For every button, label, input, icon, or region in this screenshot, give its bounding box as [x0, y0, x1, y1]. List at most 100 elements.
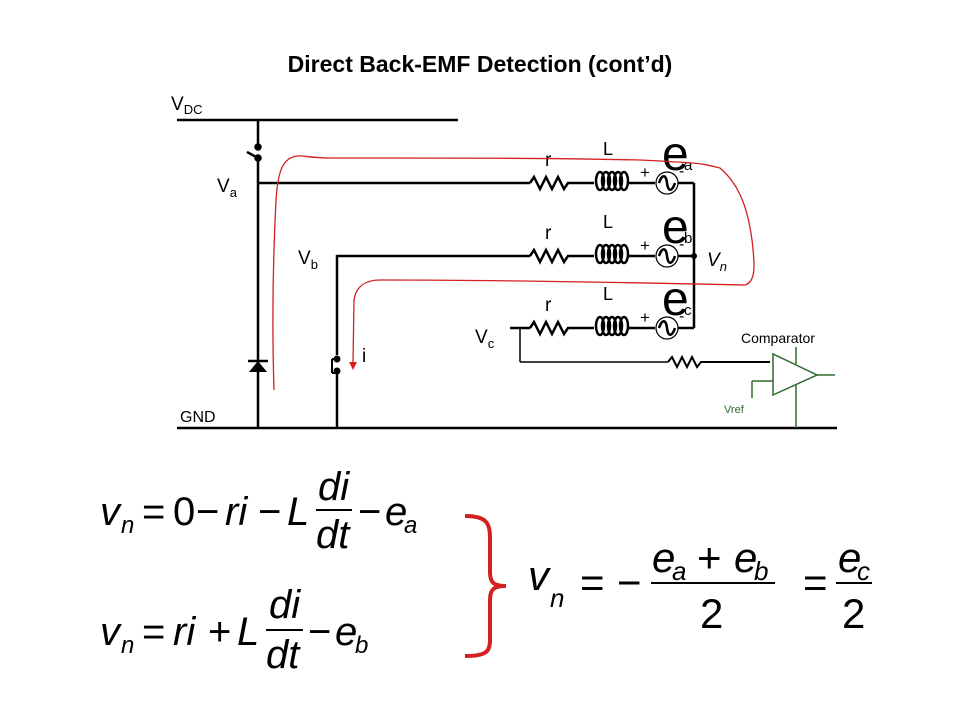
sine-icon [657, 248, 677, 264]
eq1-e-sub: a [404, 512, 417, 539]
sine-icon [657, 320, 677, 336]
eq1-zero: 0 [173, 490, 195, 534]
inductor-coil [594, 170, 606, 192]
eq2-lhs: v [100, 610, 122, 654]
res-ec-sub: c [857, 556, 870, 586]
eq1-lhs: v [100, 490, 122, 534]
res-eb-sub: b [754, 556, 768, 586]
resistor-label: r [545, 295, 552, 316]
eq1-dt: dt [316, 513, 351, 557]
eq2-lhs-sub: n [121, 632, 134, 659]
eq2-plus: + [208, 610, 231, 654]
inductor-coil [612, 315, 624, 337]
eq2-minus: − [308, 610, 331, 654]
emf-label: e [662, 273, 689, 326]
emf-sub-label: c [684, 302, 692, 319]
res-lhs: v [528, 552, 552, 599]
minus-sign: - [679, 236, 684, 253]
plus-sign: + [640, 236, 650, 255]
plus-sign: + [640, 308, 650, 327]
eq2-L: L [237, 610, 259, 654]
sense-resistor [667, 354, 770, 370]
eq1-L: L [287, 490, 309, 534]
inductor-coil [618, 170, 630, 192]
vn-node-dot [691, 253, 697, 259]
res-den: 2 [700, 590, 723, 637]
inductor-coil [594, 315, 606, 337]
resistor-label: r [545, 150, 552, 171]
resistor-icon [528, 319, 594, 337]
vn-label: Vn [707, 250, 727, 274]
res-equals-2: = [803, 559, 828, 606]
brace-icon [464, 514, 507, 658]
res-eb: e [734, 534, 757, 581]
eq1-minus-1: − [196, 490, 219, 534]
res-ea: e [652, 534, 675, 581]
inductor-coil [612, 243, 624, 265]
resistor-icon [528, 174, 594, 192]
va-label: Va [217, 176, 238, 200]
vref-label: Vref [724, 404, 745, 416]
inductor-coil [606, 243, 618, 265]
equation-1: v n = 0 − ri − L di dt − e a [100, 465, 417, 557]
vb-label: Vb [298, 248, 318, 272]
eq2-equals: = [142, 610, 165, 654]
minus-sign: - [679, 163, 684, 180]
inductor-label: L [603, 284, 613, 304]
gnd-label: GND [180, 409, 216, 426]
emf-label: e [662, 128, 689, 181]
sine-icon [657, 175, 677, 191]
eq1-ri: ri [225, 490, 248, 534]
eq1-minus-2: − [258, 490, 281, 534]
inductor-label: L [603, 139, 613, 159]
resistor-icon [528, 247, 594, 265]
res-plus: + [697, 534, 722, 581]
inductor-coil [606, 315, 618, 337]
inductor-coil [618, 243, 630, 265]
emf-sub-label: b [684, 230, 692, 247]
comparator [751, 347, 835, 428]
equation-2: v n = ri + L di dt − e b [100, 583, 368, 677]
vdc-label: VDC [171, 94, 202, 117]
eq2-ri: ri [173, 610, 196, 654]
comparator-label: Comparator [741, 330, 815, 346]
minus-sign: - [679, 308, 684, 325]
inductor-coil [618, 315, 630, 337]
inductor-coil [612, 170, 624, 192]
low-side-switch [331, 355, 341, 375]
diode-icon [248, 359, 268, 372]
inductor-coil [594, 243, 606, 265]
res-equals: = [580, 559, 605, 606]
eq1-di: di [318, 465, 350, 509]
inductor-coil [600, 315, 612, 337]
res-lhs-sub: n [550, 583, 564, 613]
eq2-dt: dt [266, 633, 301, 677]
inductor-coil [600, 243, 612, 265]
emf-sub-label: a [684, 157, 693, 174]
res-ec: e [838, 534, 861, 581]
inductor-coil [600, 170, 612, 192]
resistor-label: r [545, 223, 552, 244]
eq1-lhs-sub: n [121, 512, 134, 539]
eq1-e: e [385, 490, 407, 534]
current-path-annotation [272, 155, 755, 391]
slide-title: Direct Back-EMF Detection (cont’d) [287, 51, 673, 77]
res-neg: − [617, 559, 642, 606]
eq2-di: di [269, 583, 301, 627]
current-label: i [362, 346, 366, 367]
res-ea-sub: a [672, 556, 686, 586]
plus-sign: + [640, 163, 650, 182]
high-side-switch [246, 143, 262, 162]
inductor-coil [606, 170, 618, 192]
res-den-2: 2 [842, 590, 865, 637]
vc-label: Vc [475, 327, 495, 351]
eq2-e-sub: b [355, 632, 368, 659]
inductor-label: L [603, 212, 613, 232]
result-equation: v n = − e a + e b 2 = e c 2 [528, 534, 872, 637]
eq1-equals: = [142, 490, 165, 534]
